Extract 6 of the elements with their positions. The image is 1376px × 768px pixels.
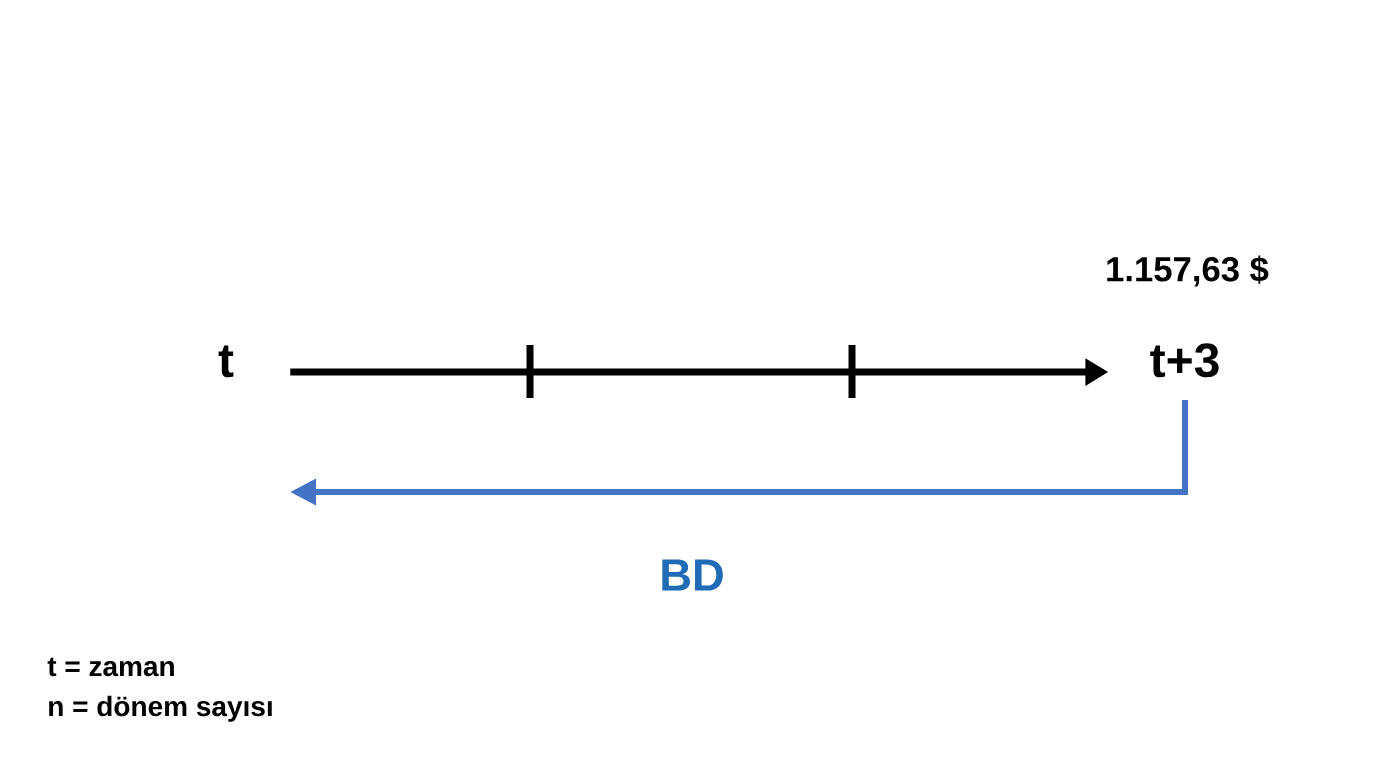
edge-label: BD — [656, 556, 728, 594]
note-text: t = zaman — [47, 657, 174, 677]
time-label: t+3 — [1150, 343, 1219, 378]
note-text: n = dönem sayısı — [49, 695, 272, 722]
time-label: t — [218, 345, 234, 378]
amount-label: 1.157,63 $ — [1107, 255, 1269, 287]
